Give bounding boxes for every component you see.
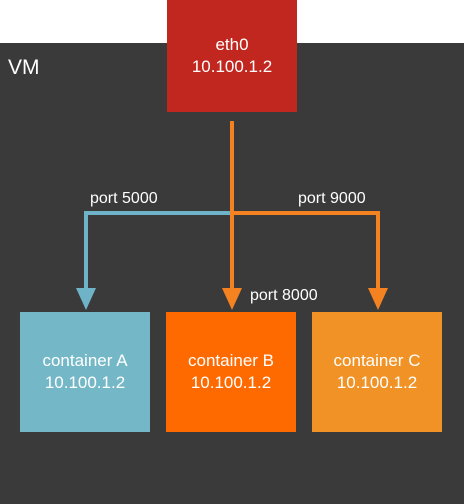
container-b-name: container B [188, 351, 274, 370]
container-c-name: container C [333, 351, 421, 370]
port-label-5000: port 5000 [90, 190, 158, 207]
container-c: container C 10.100.1.2 [312, 312, 442, 432]
eth0-name: eth0 [215, 35, 249, 54]
vm-label: VM [8, 56, 40, 79]
container-b: container B 10.100.1.2 [166, 312, 296, 432]
line-to-container-a [84, 211, 232, 290]
port-label-9000: port 9000 [298, 190, 366, 207]
container-b-ip: 10.100.1.2 [190, 373, 272, 392]
container-a-ip: 10.100.1.2 [44, 373, 126, 392]
arrowhead-container-b [222, 288, 242, 310]
container-a: container A 10.100.1.2 [20, 312, 150, 432]
port-label-8000: port 8000 [250, 287, 318, 304]
line-to-container-c [232, 211, 380, 290]
arrowhead-container-c [368, 288, 388, 310]
container-c-ip: 10.100.1.2 [336, 373, 418, 392]
arrowhead-container-a [76, 288, 96, 310]
container-a-name: container A [42, 351, 128, 370]
eth0-ip: 10.100.1.2 [191, 57, 273, 76]
eth0-interface: eth0 10.100.1.2 [167, 0, 297, 112]
